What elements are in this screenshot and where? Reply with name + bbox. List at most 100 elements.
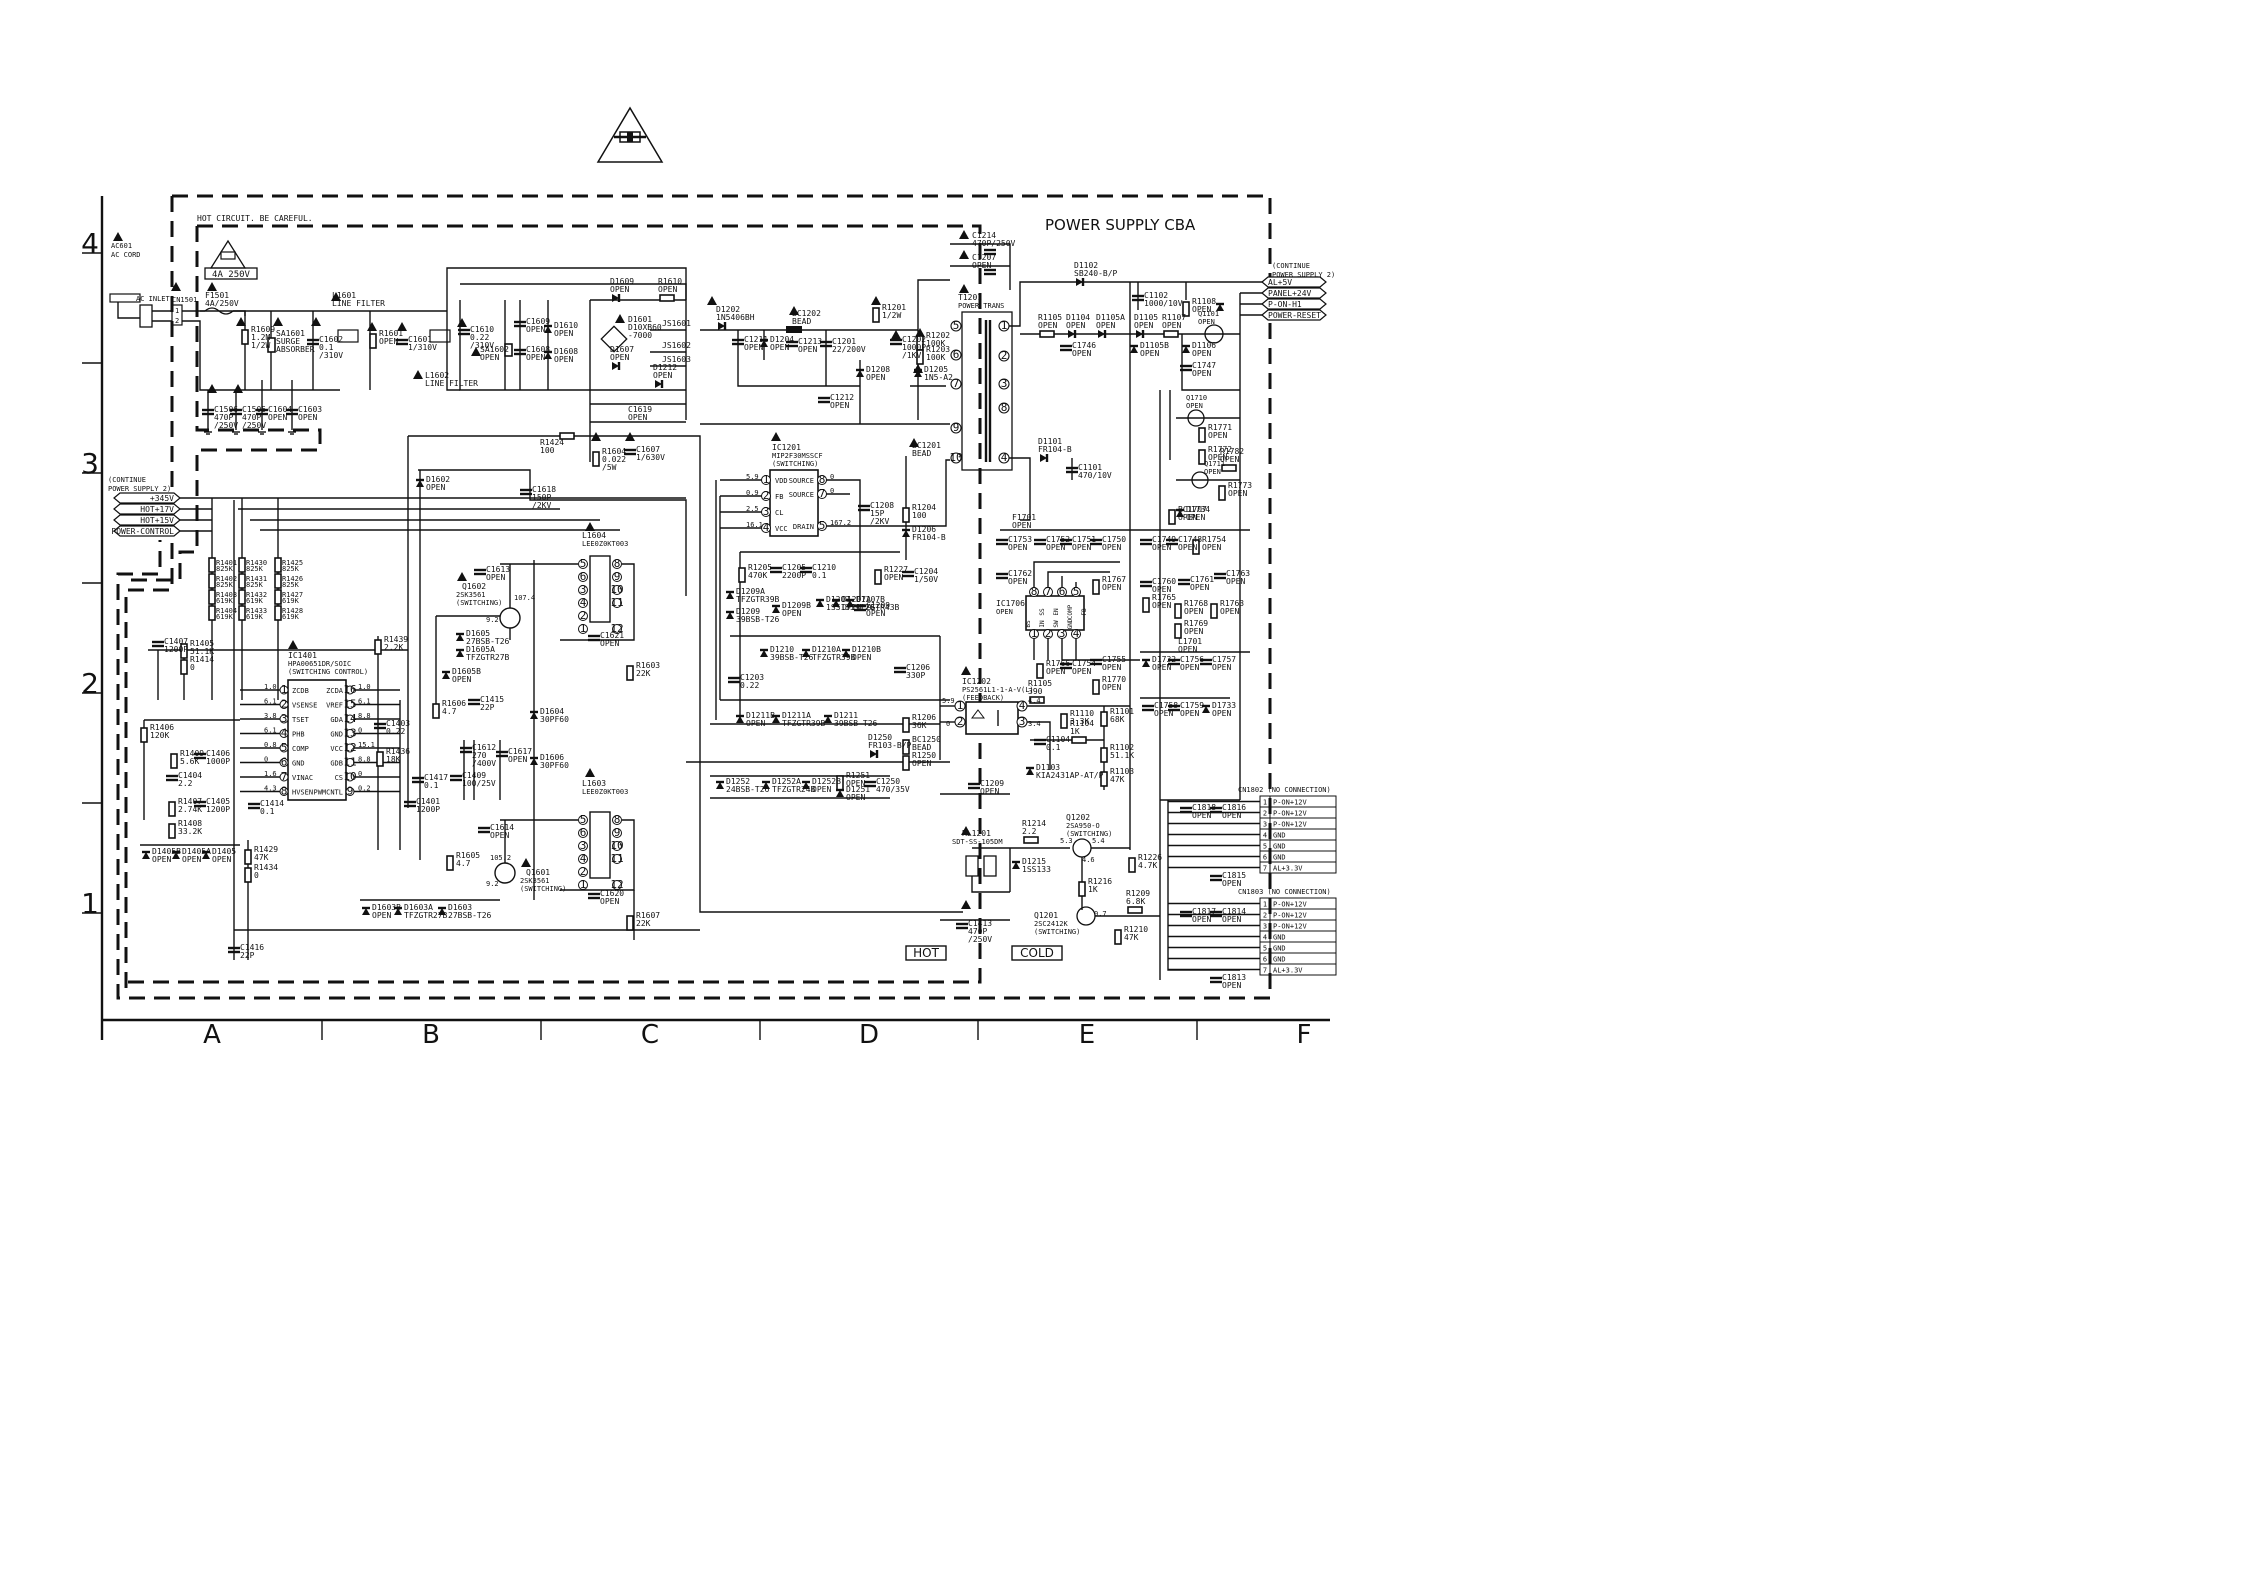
ic1201-pin xyxy=(817,489,827,499)
r1105-label: OPEN xyxy=(1038,321,1057,330)
r1203-resistor xyxy=(916,349,924,365)
d1206-label: FR104-B xyxy=(912,533,946,542)
r1782-label: OPEN xyxy=(1220,455,1239,464)
ic1706-pin xyxy=(1071,629,1081,639)
c1506-capacitor xyxy=(202,408,214,416)
r1407-resistor xyxy=(168,801,176,817)
ic1401-pin-number: 13 xyxy=(343,727,356,740)
c1602-label: 0.1 xyxy=(319,343,334,352)
c1208-capacitor xyxy=(858,504,870,512)
warning-icon xyxy=(585,522,595,531)
c1409-label: 100/25V xyxy=(462,779,496,788)
d1105-label: OPEN xyxy=(1134,321,1153,330)
r1103-resistor xyxy=(1100,771,1108,787)
warning-icon xyxy=(915,328,925,337)
r1405-label: 51.1K xyxy=(190,647,214,656)
d1209b-label: OPEN xyxy=(782,609,801,618)
c1621-label: C1621 xyxy=(600,631,624,640)
d1734-diode xyxy=(1176,508,1184,517)
warning-icon xyxy=(961,826,971,835)
r1610-label: R1610 xyxy=(658,277,682,286)
cn1803-pin-signal: GND xyxy=(1273,956,1286,964)
c1205-label: C1205 xyxy=(782,563,806,572)
r1403-resistor xyxy=(208,589,216,605)
d1602-label: OPEN xyxy=(426,483,445,492)
c1101-label: C1101 xyxy=(1078,463,1102,472)
c1602-capacitor xyxy=(307,338,319,346)
ic1201-pin-number: 4 xyxy=(763,521,770,534)
d1405a-label: OPEN xyxy=(182,855,201,864)
cn1802-pin-signal: GND xyxy=(1273,854,1286,862)
grid-column-label: F xyxy=(1297,1020,1312,1050)
c1757-capacitor xyxy=(1200,658,1212,666)
d1603b-diode xyxy=(362,906,370,915)
c1814-capacitor xyxy=(1210,910,1222,918)
c1203-label: C1203 xyxy=(740,673,764,682)
d1211-diode xyxy=(824,714,832,723)
pin-number: 2 xyxy=(175,317,179,325)
ic1401-pin xyxy=(345,743,355,753)
r1409-label: 5.6K xyxy=(180,757,199,766)
ic1401-pin-number: 14 xyxy=(343,712,357,725)
d1211-label: 39BSB-T26 xyxy=(834,719,878,728)
r1206-label: R1206 xyxy=(912,713,936,722)
f1701-label: OPEN xyxy=(1012,521,1031,530)
c1202-label: 1000P xyxy=(902,343,926,352)
ic1401-pin-name: GND xyxy=(330,731,343,739)
r1603-label: 22K xyxy=(636,669,651,678)
ic1706-pin xyxy=(1043,629,1053,639)
d1405a-label: D1405A xyxy=(182,847,211,856)
d1610-label: D1610 xyxy=(554,321,578,330)
r1403-value: 619K xyxy=(216,597,234,605)
pin-number: 11 xyxy=(610,852,623,865)
ic1706-pin xyxy=(1029,587,1039,597)
c1612-label: /400V xyxy=(472,759,496,768)
ic1706-chip xyxy=(1025,595,1085,631)
q1711-transistor xyxy=(1191,471,1209,489)
ic1401-function: (SWITCHING CONTROL) xyxy=(288,668,368,676)
d1405b-diode xyxy=(142,850,150,859)
d1209a-label: D1209A xyxy=(736,587,765,596)
ic1201-pin-name: FB xyxy=(775,493,783,501)
r1226-resistor xyxy=(1128,857,1136,873)
ic1201-pin xyxy=(761,507,771,517)
ic1401-pin-name: ZCDA xyxy=(326,687,344,695)
q1601-mosfet xyxy=(494,862,516,884)
d1252b-diode xyxy=(802,780,810,789)
fuse-rating-box xyxy=(204,267,258,280)
d1601-label: -7000 xyxy=(628,331,652,340)
c1214-label: 470P/250V xyxy=(972,239,1016,248)
continue-right-tag xyxy=(1261,298,1327,310)
r1102-label: 51.1K xyxy=(1110,751,1134,760)
c1619-label: OPEN xyxy=(628,413,647,422)
cn1802-title: CN1802 (NO CONNECTION) xyxy=(1238,786,1331,794)
r1604-resistor xyxy=(592,451,600,467)
r1766-label: R1766 xyxy=(1046,659,1070,668)
ic1202-pin-voltage: 3.4 xyxy=(1028,720,1041,728)
r1105b-label: 390 xyxy=(1028,687,1043,696)
fuse-element-icon xyxy=(627,132,633,142)
c1760-label: OPEN xyxy=(1152,585,1171,594)
r1609-label: 1.2M xyxy=(251,333,270,342)
d1252b-label: D1252B xyxy=(812,777,841,786)
r1210-resistor xyxy=(1114,929,1122,945)
ic1706-pin-number: 7 xyxy=(1045,585,1052,598)
r1104-resistor xyxy=(1071,736,1087,744)
d1732-diode xyxy=(1142,658,1150,667)
r1404-resistor xyxy=(208,605,216,621)
q1602-function: (SWITCHING) xyxy=(456,599,502,607)
d1204-diode xyxy=(760,338,768,347)
d1106-label: D1106 xyxy=(1192,341,1216,350)
warning-icon xyxy=(236,317,246,326)
c1818-capacitor xyxy=(1180,806,1192,814)
warning-icon xyxy=(413,370,423,379)
d1609-label: OPEN xyxy=(610,285,629,294)
c1210-label: C1210 xyxy=(812,563,836,572)
r1203-label: 100K xyxy=(926,353,945,362)
c1818-label: OPEN xyxy=(1192,811,1211,820)
d1604-label: D1604 xyxy=(540,707,564,716)
d1207-diode xyxy=(816,598,824,607)
l1603-pin xyxy=(578,841,588,851)
d1603b-label: D1603B xyxy=(372,903,401,912)
